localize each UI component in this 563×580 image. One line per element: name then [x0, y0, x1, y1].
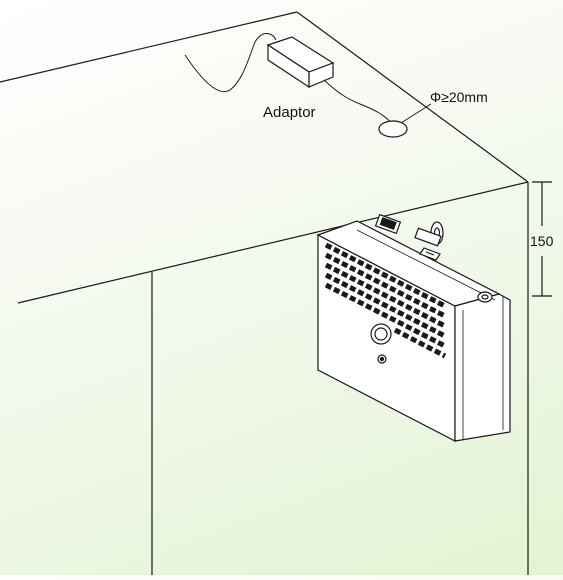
power-adaptor-icon [266, 36, 335, 89]
key-lock-icon [414, 221, 444, 261]
cable-hole [378, 120, 408, 138]
cabinet-outline [0, 11, 529, 575]
adaptor-label: Adaptor [263, 104, 316, 121]
dimension-label: 150 [530, 233, 554, 249]
dimension-marker [532, 181, 552, 297]
hole-leader-line [400, 103, 432, 124]
adaptor-cable [184, 33, 393, 125]
device-unit-icon [316, 213, 511, 442]
vent-grille [324, 242, 447, 359]
hole-diameter-label: Φ≥20mm [430, 89, 488, 105]
